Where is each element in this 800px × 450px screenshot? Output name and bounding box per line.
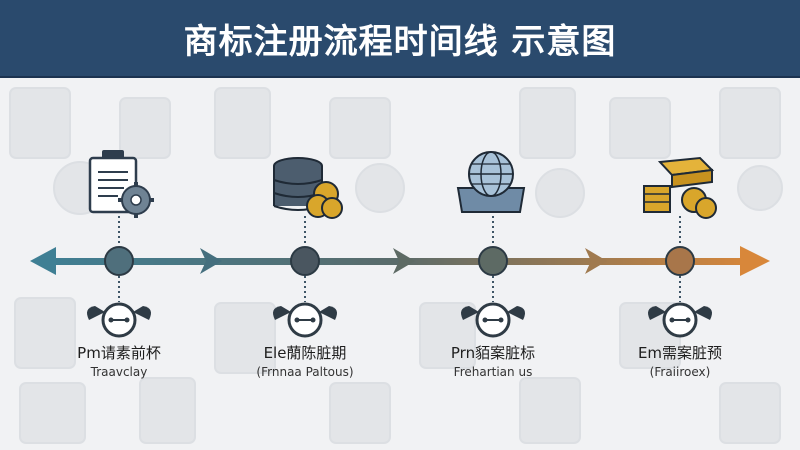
document-gear-icon bbox=[88, 150, 154, 218]
badge-right-wing bbox=[694, 306, 712, 320]
stage-subtitle: (Frnnaa Paltous) bbox=[256, 365, 354, 379]
stage-label-1: Pm请素前杯 Traavclay bbox=[29, 344, 209, 380]
badge-dot-left bbox=[108, 317, 114, 323]
badge-left-wing bbox=[648, 306, 666, 320]
badge-left-wing bbox=[273, 306, 291, 320]
timeline-node bbox=[478, 246, 508, 276]
globe-dome-icon bbox=[456, 151, 526, 213]
page-title: 商标注册流程时间线 示意图 bbox=[183, 21, 617, 62]
timeline-node bbox=[104, 246, 134, 276]
badge-dot-left bbox=[669, 317, 675, 323]
chevron-2 bbox=[393, 248, 415, 274]
badge-right-wing bbox=[133, 306, 151, 320]
stage-label-3: Prn貊案脏标 Frehartian us bbox=[403, 344, 583, 380]
badge-left-wing bbox=[87, 306, 105, 320]
badge-right-wing bbox=[507, 306, 525, 320]
stage-subtitle: Traavclay bbox=[90, 365, 148, 379]
gold-bars-coins-icon bbox=[643, 156, 717, 219]
background-pattern bbox=[9, 87, 783, 444]
stage-label-4: Em需案脏预 (Fraiiroex) bbox=[590, 344, 770, 380]
left-arrow-head bbox=[30, 247, 56, 275]
coin-stack-icon bbox=[273, 157, 343, 219]
timeline-line bbox=[40, 258, 755, 265]
timeline-node bbox=[665, 246, 695, 276]
stage-title: Em需案脏预 bbox=[637, 344, 723, 362]
badge-dot-right bbox=[498, 317, 504, 323]
badge-right-wing bbox=[319, 306, 337, 320]
stage-subtitle: Frehartian us bbox=[453, 365, 533, 379]
stage-title: Pm请素前杯 bbox=[77, 344, 161, 362]
stage-title: Prn貊案脏标 bbox=[450, 344, 536, 362]
timeline-node bbox=[290, 246, 320, 276]
badge-left-wing bbox=[461, 306, 479, 320]
stage-title: Ele蕑陈脏期 bbox=[263, 344, 347, 362]
stage-subtitle: (Fraiiroex) bbox=[649, 365, 711, 379]
badge-dot-right bbox=[310, 317, 316, 323]
chevron-1 bbox=[200, 248, 222, 274]
right-arrow-head bbox=[740, 246, 770, 276]
header-bar: 商标注册流程时间线 示意图 bbox=[0, 0, 800, 78]
stage-label-2: Ele蕑陈脏期 (Frnnaa Paltous) bbox=[215, 344, 395, 380]
badge-dot-left bbox=[294, 317, 300, 323]
badge-dot-right bbox=[124, 317, 130, 323]
badge-dot-right bbox=[685, 317, 691, 323]
chevron-3 bbox=[585, 248, 607, 274]
badge-dot-left bbox=[482, 317, 488, 323]
